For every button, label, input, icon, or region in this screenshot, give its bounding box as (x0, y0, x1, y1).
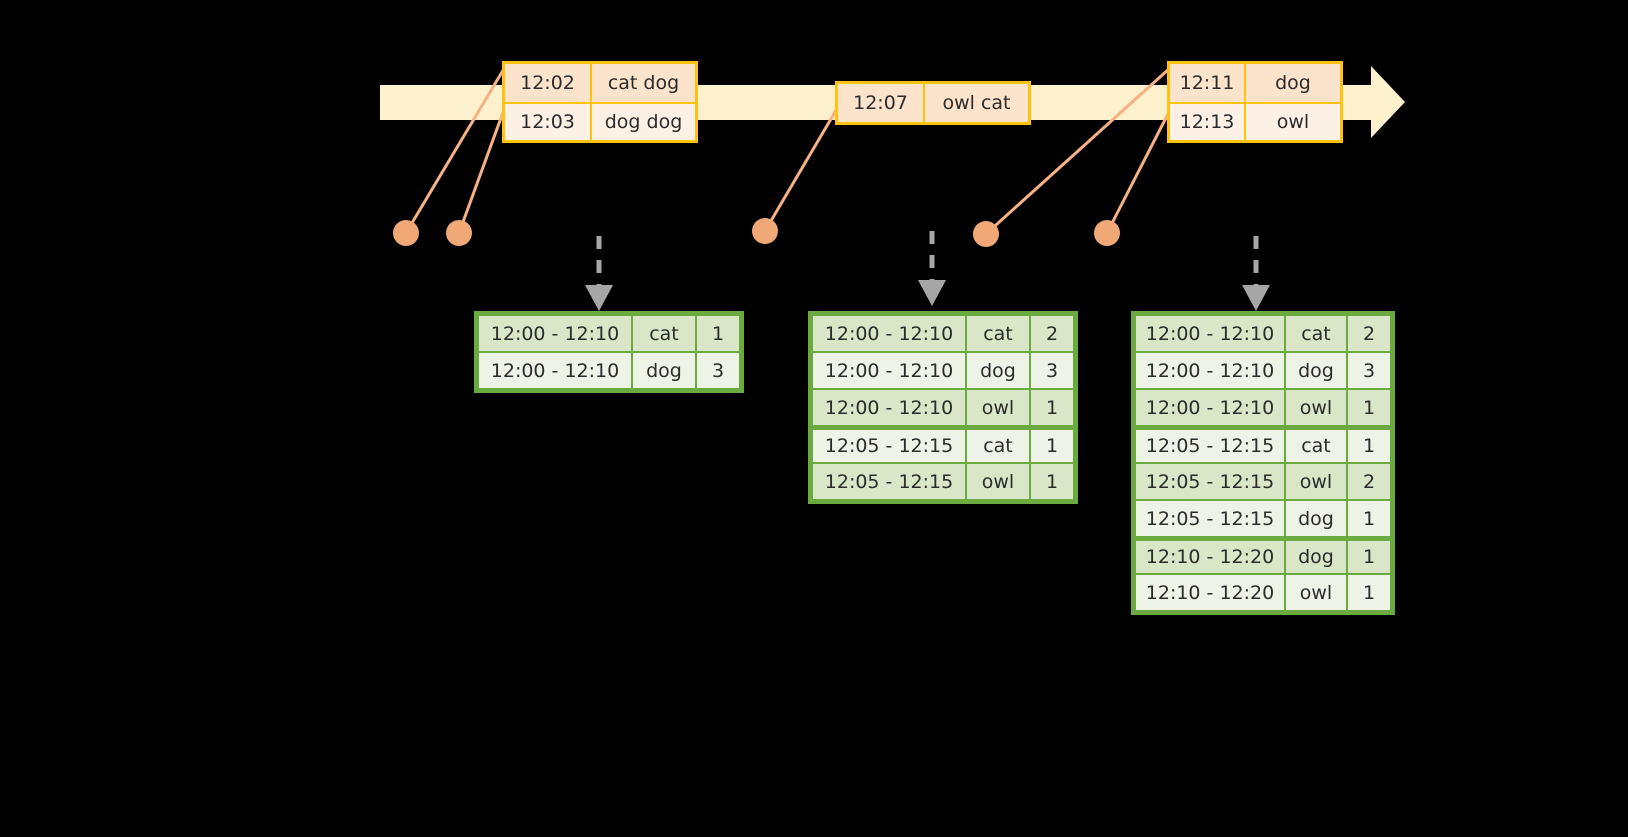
word-cell: cat (1286, 430, 1346, 462)
event-marker-group (393, 218, 1120, 247)
word-cell: dog (633, 353, 695, 388)
flow-arrowhead-1 (585, 285, 613, 311)
count-cell: 1 (1031, 464, 1073, 499)
word-cell: dog (1286, 541, 1346, 573)
window-cell: 12:05 - 12:15 (813, 430, 965, 462)
word-cell: owl (967, 390, 1029, 425)
connector-line-2 (457, 106, 507, 234)
event-row: 12:02 cat dog (505, 64, 695, 102)
window-cell: 12:00 - 12:10 (479, 353, 631, 388)
window-cell: 12:05 - 12:15 (1136, 430, 1284, 462)
count-cell: 1 (1031, 430, 1073, 462)
event-marker-4 (973, 221, 999, 247)
count-cell: 1 (1348, 541, 1390, 573)
event-row: 12:13 owl (1170, 102, 1340, 140)
word-cell: cat (967, 430, 1029, 462)
window-cell: 12:00 - 12:10 (479, 316, 631, 351)
count-cell: 1 (1348, 430, 1390, 462)
count-cell: 2 (1031, 316, 1073, 351)
window-cell: 12:05 - 12:15 (813, 464, 965, 499)
word-cell: owl (1286, 575, 1346, 610)
word-cell: cat (1286, 316, 1346, 351)
word-cell: owl (1286, 464, 1346, 499)
count-cell: 1 (1348, 390, 1390, 425)
word-cell: cat (633, 316, 695, 351)
window-cell: 12:00 - 12:10 (1136, 316, 1284, 351)
window-cell: 12:00 - 12:10 (813, 353, 965, 388)
window-cell: 12:10 - 12:20 (1136, 575, 1284, 610)
window-cell: 12:05 - 12:15 (1136, 501, 1284, 536)
count-cell: 3 (697, 353, 739, 388)
word-cell: dog (967, 353, 1029, 388)
count-cell: 3 (1348, 353, 1390, 388)
word-cell: owl (1286, 390, 1346, 425)
event-time: 12:13 (1170, 104, 1246, 140)
event-row: 12:03 dog dog (505, 102, 695, 140)
event-box-3[interactable]: 12:11 dog 12:13 owl (1167, 61, 1343, 143)
flow-arrowhead-3 (1242, 285, 1270, 311)
event-words: dog dog (604, 111, 683, 133)
window-cell: 12:10 - 12:20 (1136, 541, 1284, 573)
timeline-arrow-icon (1371, 66, 1405, 138)
window-cell: 12:00 - 12:10 (1136, 353, 1284, 388)
word-cell: cat (967, 316, 1029, 351)
window-cell: 12:05 - 12:15 (1136, 464, 1284, 499)
window-cell: 12:00 - 12:10 (813, 390, 965, 425)
event-words: dog (1275, 72, 1311, 94)
word-cell: owl (967, 464, 1029, 499)
count-cell: 2 (1348, 464, 1390, 499)
event-marker-1 (393, 220, 419, 246)
count-cell: 2 (1348, 316, 1390, 351)
event-time: 12:07 (838, 84, 925, 122)
event-row: 12:07 owl cat (838, 84, 1028, 122)
word-cell: dog (1286, 501, 1346, 536)
word-cell: dog (1286, 353, 1346, 388)
count-cell: 1 (1348, 501, 1390, 536)
event-box-2[interactable]: 12:07 owl cat (835, 81, 1031, 125)
count-cell: 1 (697, 316, 739, 351)
event-row: 12:11 dog (1170, 64, 1340, 102)
event-words: owl cat (942, 92, 1011, 114)
event-marker-3 (752, 218, 778, 244)
window-cell: 12:00 - 12:10 (1136, 390, 1284, 425)
connector-line-3 (763, 106, 840, 232)
count-cell: 3 (1031, 353, 1073, 388)
event-marker-2 (446, 220, 472, 246)
count-cell: 1 (1031, 390, 1073, 425)
event-time: 12:03 (505, 104, 592, 140)
event-words: owl (1276, 111, 1310, 133)
flow-arrowhead-2 (918, 280, 946, 306)
event-marker-5 (1094, 220, 1120, 246)
count-cell: 1 (1348, 575, 1390, 610)
event-box-1[interactable]: 12:02 cat dog 12:03 dog dog (502, 61, 698, 143)
connector-line-5 (1105, 109, 1172, 234)
event-time: 12:02 (505, 64, 592, 102)
event-time: 12:11 (1170, 64, 1246, 102)
window-cell: 12:00 - 12:10 (813, 316, 965, 351)
event-words: cat dog (607, 72, 680, 94)
